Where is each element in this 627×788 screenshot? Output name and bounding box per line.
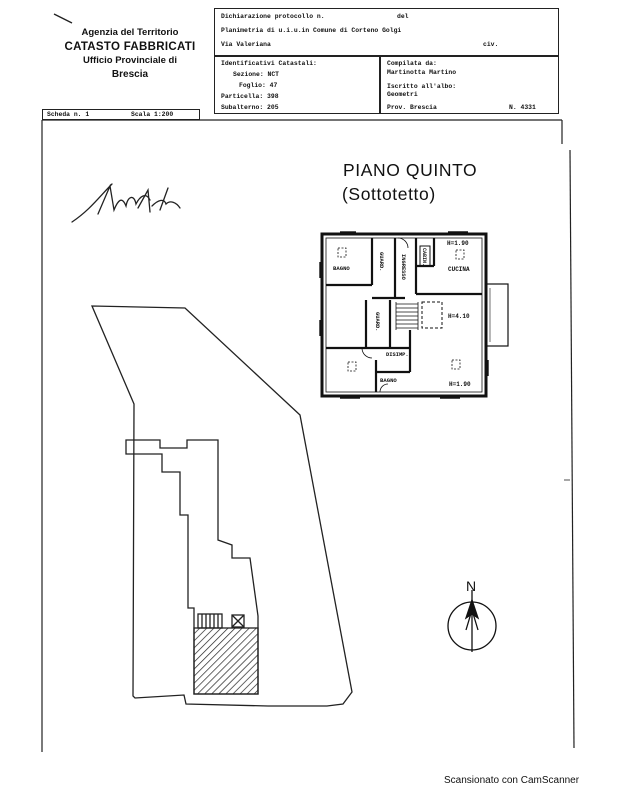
catasto-label: CATASTO FABBRICATI — [64, 41, 196, 53]
identifier-subalterno: Subalterno: 205 — [221, 104, 279, 111]
room-label-guardaroba-1: GUARD. — [378, 252, 384, 272]
province-label: Brescia — [111, 69, 149, 80]
room-label-disimpegno: DISIMP. — [386, 352, 409, 358]
unit-hatch-area — [193, 627, 259, 695]
room-label-bagno-1: BAGNO — [333, 265, 350, 272]
declaration-civic-label: civ. — [483, 41, 499, 48]
room-label-cucina: CUCINA — [448, 266, 470, 273]
identifier-particella: Particella: 398 — [221, 93, 279, 100]
scanner-watermark: Scansionato con CamScanner — [444, 775, 580, 786]
floor-plan — [319, 231, 509, 399]
compiler-number: N. 4331 — [509, 104, 536, 111]
signature — [71, 183, 181, 223]
plan-subtitle: (Sottotetto) — [342, 184, 436, 204]
compiler-albo-heading: Iscritto all'albo: — [387, 83, 457, 90]
identifiers-box: Identificativi Catastali: Sezione: NCT F… — [214, 56, 380, 114]
door-swings — [361, 237, 409, 393]
height-label-2: H=4.10 — [448, 313, 470, 320]
compiler-box: Compilata da: Martinotta Martino Iscritt… — [380, 56, 559, 114]
compiler-name: Martinotta Martino — [387, 69, 457, 76]
height-label-1: H=1.90 — [447, 240, 469, 247]
skylights — [337, 247, 465, 372]
compiler-albo: Geometri — [387, 91, 418, 98]
stair-opening — [421, 301, 443, 329]
compass — [447, 590, 497, 652]
balcony — [485, 283, 509, 347]
lot-boundary — [91, 305, 353, 707]
declaration-protocol: Dichiarazione protocollo n. — [221, 13, 325, 20]
declaration-plan-line: Planimetria di u.i.u.in Comune di Corten… — [221, 27, 402, 34]
lift-block — [231, 614, 245, 628]
declaration-box: Dichiarazione protocollo n. del Planimet… — [214, 8, 559, 56]
room-label-cabina: CABIN. — [421, 248, 427, 267]
room-label-ingresso: INGRESSO — [400, 254, 406, 280]
agency-header: Agenzia del Territorio CATASTO FABBRICAT… — [60, 26, 200, 82]
height-label-3: H=1.90 — [449, 381, 471, 388]
identifier-sezione: Sezione: NCT — [233, 71, 280, 78]
windows — [319, 231, 489, 399]
room-label-guardaroba-2: GUARD. — [374, 312, 380, 332]
compiler-province: Prov. Brescia — [387, 104, 437, 111]
room-label-bagno-2: BAGNO — [380, 377, 397, 384]
plan-title: PIANO QUINTO — [343, 160, 478, 180]
sheet-scale: Scala 1:200 — [131, 111, 174, 118]
compiler-heading: Compilata da: — [387, 60, 437, 67]
header-tick-mark — [53, 13, 73, 24]
stair-steps — [395, 302, 419, 330]
identifier-foglio: Foglio: 47 — [239, 82, 278, 89]
compass-north-label: N — [466, 578, 477, 594]
identifiers-heading: Identificativi Catastali: — [221, 60, 317, 67]
declaration-date-label: del — [397, 13, 409, 20]
site-plan — [91, 305, 353, 707]
agency-name: Agenzia del Territorio — [81, 27, 179, 38]
drawing-frame — [41, 119, 575, 752]
declaration-street: Via Valeriana — [221, 41, 271, 48]
office-label: Ufficio Provinciale di — [83, 55, 177, 66]
cabin-box — [419, 245, 431, 267]
sheet-number: Scheda n. 1 — [47, 111, 90, 118]
